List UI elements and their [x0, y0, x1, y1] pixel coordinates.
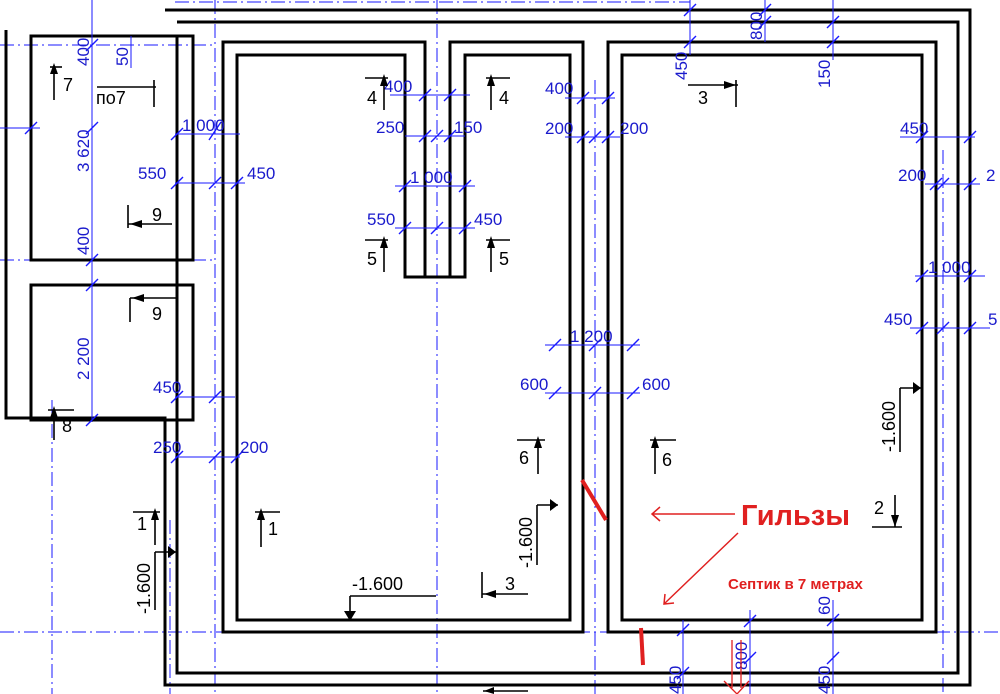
dim-200-a: 200 [240, 438, 268, 457]
dim-150-a: 150 [454, 118, 482, 137]
sleeves-pointer-arrow [650, 506, 735, 522]
section-mark-6b: 6 [650, 436, 676, 474]
level-marks: -1.600 -1.600 -1.600 -1.600 [134, 382, 921, 621]
dim-1000-a: 1 000 [182, 116, 225, 135]
septic-pointer-arrow [663, 532, 739, 605]
dim-5-edge: 5 [988, 310, 997, 329]
section-mark-8: 8 [48, 406, 74, 440]
section-label-9b: 9 [152, 304, 162, 324]
outer-wall-inner-line [175, 20, 960, 675]
dim-200-b: 200 [545, 119, 573, 138]
dim-400-top-left: 400 [74, 38, 93, 66]
dim-1000-b: 1 000 [410, 168, 453, 187]
dim-150-right: 150 [815, 60, 834, 88]
sleeve-mark-wall [580, 478, 608, 522]
section-label-3a: 3 [698, 88, 708, 108]
section-label-1a: 1 [137, 514, 147, 534]
room-7 [29, 34, 195, 262]
red-annotations: Гильзы Септик в 7 метрах [580, 478, 863, 694]
section-mark-9b: 9 [129, 294, 176, 324]
dim-1000-right: 1 000 [928, 258, 971, 277]
dim-200-c: 200 [620, 119, 648, 138]
section-label-4a: 4 [367, 88, 377, 108]
level-mark-center: -1.600 [516, 499, 558, 568]
level-label-left: -1.600 [134, 563, 154, 614]
dim-450-right-b: 450 [884, 310, 912, 329]
section-mark-4a: 4 [365, 74, 388, 110]
dim-450-bottom: 450 [666, 666, 685, 694]
dim-450-right: 450 [900, 119, 928, 138]
section-mark-po7: по7 [96, 80, 156, 108]
section-label-9a: 9 [152, 205, 162, 225]
dimension-texts: 400 50 3 620 400 2 200 1 000 550 450 450… [74, 12, 997, 694]
section-mark-4b: 4 [486, 74, 510, 110]
dim-800-top: 800 [747, 12, 766, 40]
section-mark-5a: 5 [365, 236, 388, 272]
dim-250-b: 250 [376, 118, 404, 137]
level-mark-bottom: -1.600 [344, 574, 436, 621]
walls [4, 8, 972, 687]
level-label-right: -1.600 [879, 401, 899, 452]
bottom-partial-mark [483, 687, 528, 694]
section-mark-3a: 3 [688, 80, 738, 108]
dim-2-edge: 2 [986, 166, 995, 185]
dim-600-b: 600 [642, 375, 670, 394]
dim-50: 50 [113, 47, 132, 66]
section-mark-6a: 6 [517, 436, 545, 474]
section-marks: 7 по7 9 9 8 [48, 63, 902, 598]
tank-left-outer [221, 40, 585, 634]
section-label-6a: 6 [519, 448, 529, 468]
section-mark-5b: 5 [486, 236, 510, 272]
section-mark-9a: 9 [127, 205, 172, 228]
dim-2200: 2 200 [74, 337, 93, 380]
level-label-bottom: -1.600 [352, 574, 403, 594]
dim-1200: 1 200 [570, 327, 613, 346]
dim-450-top-right: 450 [672, 52, 691, 80]
section-label-3b: 3 [505, 574, 515, 594]
sleeves-label: Гильзы [741, 500, 850, 532]
section-mark-7: 7 [50, 63, 73, 100]
section-mark-2: 2 [872, 495, 902, 528]
dim-250-a: 250 [153, 438, 181, 457]
outer-wall [4, 8, 972, 687]
section-label-2: 2 [874, 498, 884, 518]
level-mark-right: -1.600 [879, 382, 921, 452]
section-label-6b: 6 [662, 450, 672, 470]
level-mark-left: -1.600 [134, 546, 176, 614]
dim-400-channel: 400 [384, 77, 412, 96]
dim-400-mid: 400 [545, 79, 573, 98]
dim-550-a: 550 [138, 164, 166, 183]
section-label-4b: 4 [499, 88, 509, 108]
tank-right-outer [606, 40, 938, 634]
sleeve-mark-bottom [639, 627, 645, 666]
section-label-7: 7 [63, 75, 73, 95]
dim-60-bottom: 60 [815, 596, 834, 615]
septic-direction-arrow [723, 640, 750, 694]
dim-3620: 3 620 [74, 129, 93, 172]
dim-600-a: 600 [520, 375, 548, 394]
section-mark-1a: 1 [133, 508, 160, 545]
septic-label: Септик в 7 метрах [728, 576, 863, 593]
dim-450-bottom-b: 450 [815, 666, 834, 694]
dim-400-mid-left: 400 [74, 227, 93, 255]
dim-450-b: 450 [153, 378, 181, 397]
dim-450-c: 450 [474, 210, 502, 229]
level-label-center: -1.600 [516, 517, 536, 568]
tank-right-inner [620, 53, 924, 622]
dim-200-right: 200 [898, 166, 926, 185]
section-label-8: 8 [62, 416, 72, 436]
section-mark-3b: 3 [481, 572, 528, 598]
section-label-1b: 1 [268, 519, 278, 539]
room-8 [29, 283, 195, 422]
dim-450-a: 450 [247, 164, 275, 183]
section-label-po7: по7 [96, 88, 126, 108]
section-label-5b: 5 [499, 249, 509, 269]
section-label-5a: 5 [367, 249, 377, 269]
tank-left-inner [235, 53, 572, 622]
section-mark-1b: 1 [255, 508, 280, 547]
dim-550-b: 550 [367, 210, 395, 229]
